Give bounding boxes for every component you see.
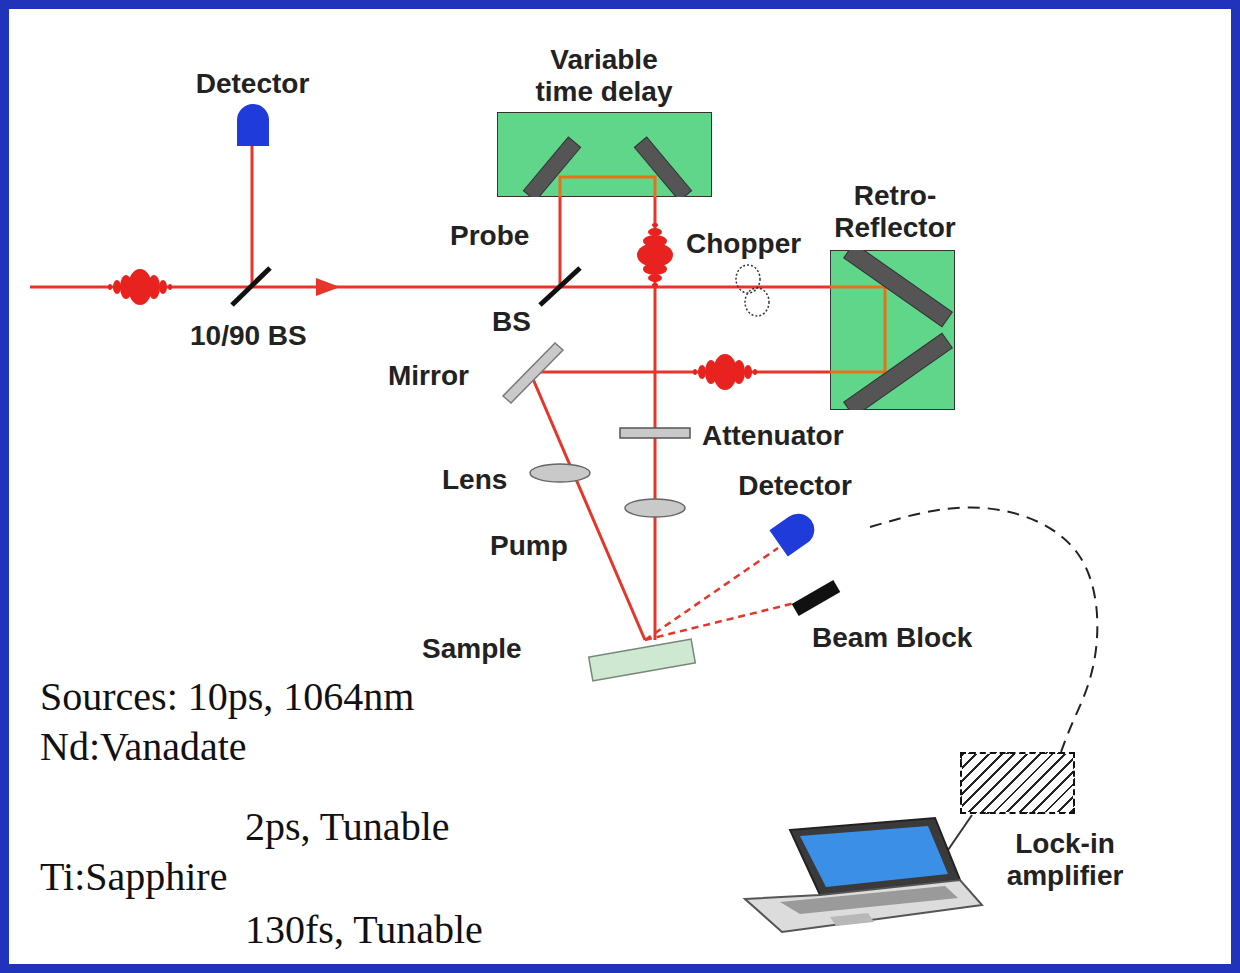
component-label: BS [490,306,533,338]
component-label: 10/90 BS [188,320,309,352]
frame [5,5,1236,969]
component-label: Lens [440,464,509,496]
delay-mirror [843,333,952,410]
lens [625,499,685,517]
detector-body [769,507,820,556]
beam-arrowhead [316,278,340,296]
reflected-beam [645,603,795,640]
detector-symbol [765,502,825,562]
reflected-beam [645,548,778,640]
laptop-touchpad [830,913,874,926]
detector-group [769,507,820,556]
node-label: Variable time delay [524,44,684,108]
laser-pulse [637,223,673,287]
node-label: Lock-in amplifier [985,828,1145,892]
beam-splitter [540,268,580,305]
probe-beam [560,177,655,197]
laser-pulse [108,269,172,305]
data-cable [948,815,972,850]
component-delay: Variable time delay [497,44,712,197]
laptop-display [800,826,948,887]
delay-mirror [634,137,691,197]
source-note: 130fs, Tunable [245,905,645,955]
delay-stage-box [497,112,712,197]
component-label: Beam Block [810,622,974,654]
laptop-base [745,880,982,932]
component-label: Pump [488,530,570,562]
detector-symbol [233,100,273,146]
delay-optics [497,112,712,197]
pump-beam [530,372,830,640]
reference-beam [251,146,254,287]
component-label: Attenuator [700,420,846,452]
pump-beam [830,287,885,372]
probe-beam [559,197,562,287]
sample [589,639,696,681]
retro-optics [830,250,955,410]
detector-body [237,104,269,146]
retro-reflector-box [830,250,955,410]
node-label: Detector [180,68,325,100]
source-note: 2ps, Tunable Ti:Sapphire [40,802,530,902]
node-label: Retro-Reflector [820,180,970,244]
component-lockin: Lock-in amplifier [955,752,1165,892]
chopper-blade [745,288,769,316]
component-dettilt: Detector [720,470,870,562]
source-note: Sources: 10ps, 1064nm Nd:Vanadate [40,672,530,772]
delay-mirror [523,137,580,197]
beam-splitter [232,268,270,305]
component-label: Mirror [386,360,471,392]
attenuator [620,428,690,438]
mirror [503,343,563,403]
delay-mirror [843,250,952,327]
chopper-blade [736,265,760,293]
lock-in-box [960,752,1075,814]
beam-block [792,580,841,616]
component-retro: Retro-Reflector [820,180,970,410]
lens [530,464,590,482]
component-label: Sample [420,633,524,665]
component-detup: Detector [180,68,325,146]
laser-pulse [693,354,757,390]
node-label: Detector [720,470,870,502]
component-label: Chopper [684,228,803,260]
component-label: Probe [448,220,531,252]
laptop-keyboard [780,886,958,914]
